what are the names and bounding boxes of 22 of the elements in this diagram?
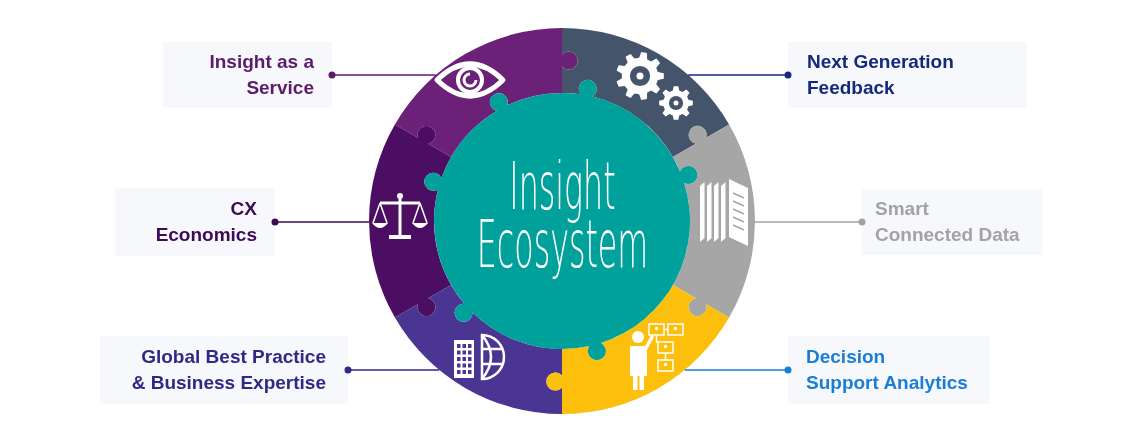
label-text: Global Best Practice & Business Expertise xyxy=(131,345,326,395)
leader-line xyxy=(344,366,441,374)
label-text: Smart Connected Data xyxy=(875,197,1020,247)
label-text: CX Economics xyxy=(155,197,257,247)
leader-line xyxy=(328,71,437,79)
label-card xyxy=(862,189,1042,255)
leader-line xyxy=(271,218,370,226)
label-card xyxy=(100,336,348,404)
leader-line xyxy=(683,366,792,374)
label-card xyxy=(788,42,1027,108)
leader-line xyxy=(687,71,792,79)
puzzle-segment xyxy=(546,285,730,414)
puzzle-segment xyxy=(394,28,578,157)
label-card xyxy=(163,42,332,108)
label-card xyxy=(115,188,275,256)
center-title: Insight Ecosystem xyxy=(475,156,649,285)
label-text: Insight as a Service xyxy=(209,50,314,100)
leader-line xyxy=(754,218,866,226)
puzzle-segment xyxy=(369,124,452,318)
label-card xyxy=(788,336,990,404)
label-text: Decision Support Analytics xyxy=(806,345,968,395)
label-text: Next Generation Feedback xyxy=(807,50,954,100)
